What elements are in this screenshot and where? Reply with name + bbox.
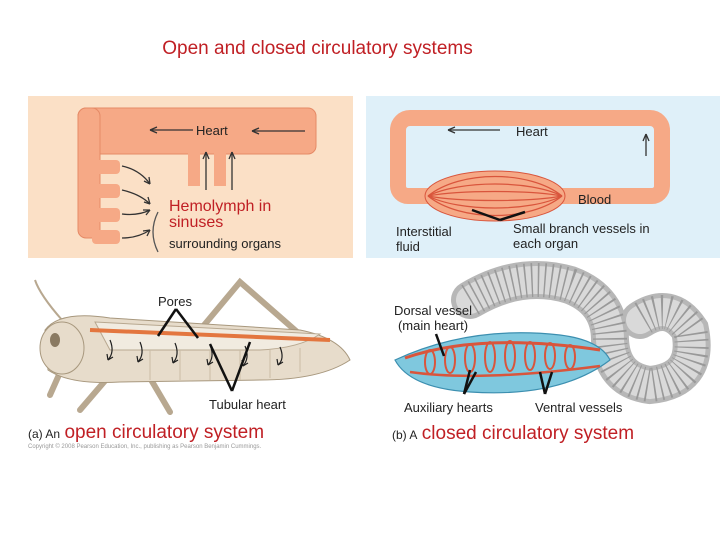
open-caption-prefix: (a) An <box>28 427 61 441</box>
ventral-vessels-label: Ventral vessels <box>535 400 623 415</box>
copyright-notice: Copyright © 2008 Pearson Education, Inc.… <box>28 444 262 450</box>
closed-caption-main: closed circulatory system <box>421 423 635 444</box>
closed-heart-label: Heart <box>516 124 548 139</box>
open-heart-label: Heart <box>196 123 228 138</box>
pores-label: Pores <box>158 294 192 309</box>
open-system-caption: (a) An open circulatory system <box>28 422 264 444</box>
auxiliary-hearts-label: Auxiliary hearts <box>404 400 493 415</box>
surrounding-organs-label: surrounding organs <box>169 236 282 251</box>
closed-system-vessels <box>390 110 670 222</box>
interstitial-fluid-label: Interstitial fluid <box>396 224 452 254</box>
blood-label: Blood <box>578 192 612 207</box>
open-system-vessels <box>77 107 317 253</box>
dorsal-vessel-label: Dorsal vessel (main heart) <box>393 303 473 333</box>
open-caption-main: open circulatory system <box>64 422 265 443</box>
page-title: Open and closed circulatory systems <box>162 38 473 59</box>
closed-caption-prefix: (b) A <box>392 428 418 442</box>
closed-system-caption: (b) A closed circulatory system <box>392 423 634 445</box>
grasshopper-illustration <box>34 277 351 415</box>
tubular-heart-label: Tubular heart <box>209 397 286 412</box>
small-branch-vessels-label: Small branch vessels in each organ <box>513 221 650 251</box>
hemolymph-label: Hemolymph in sinuses <box>169 198 272 231</box>
earthworm-illustration <box>394 261 711 405</box>
